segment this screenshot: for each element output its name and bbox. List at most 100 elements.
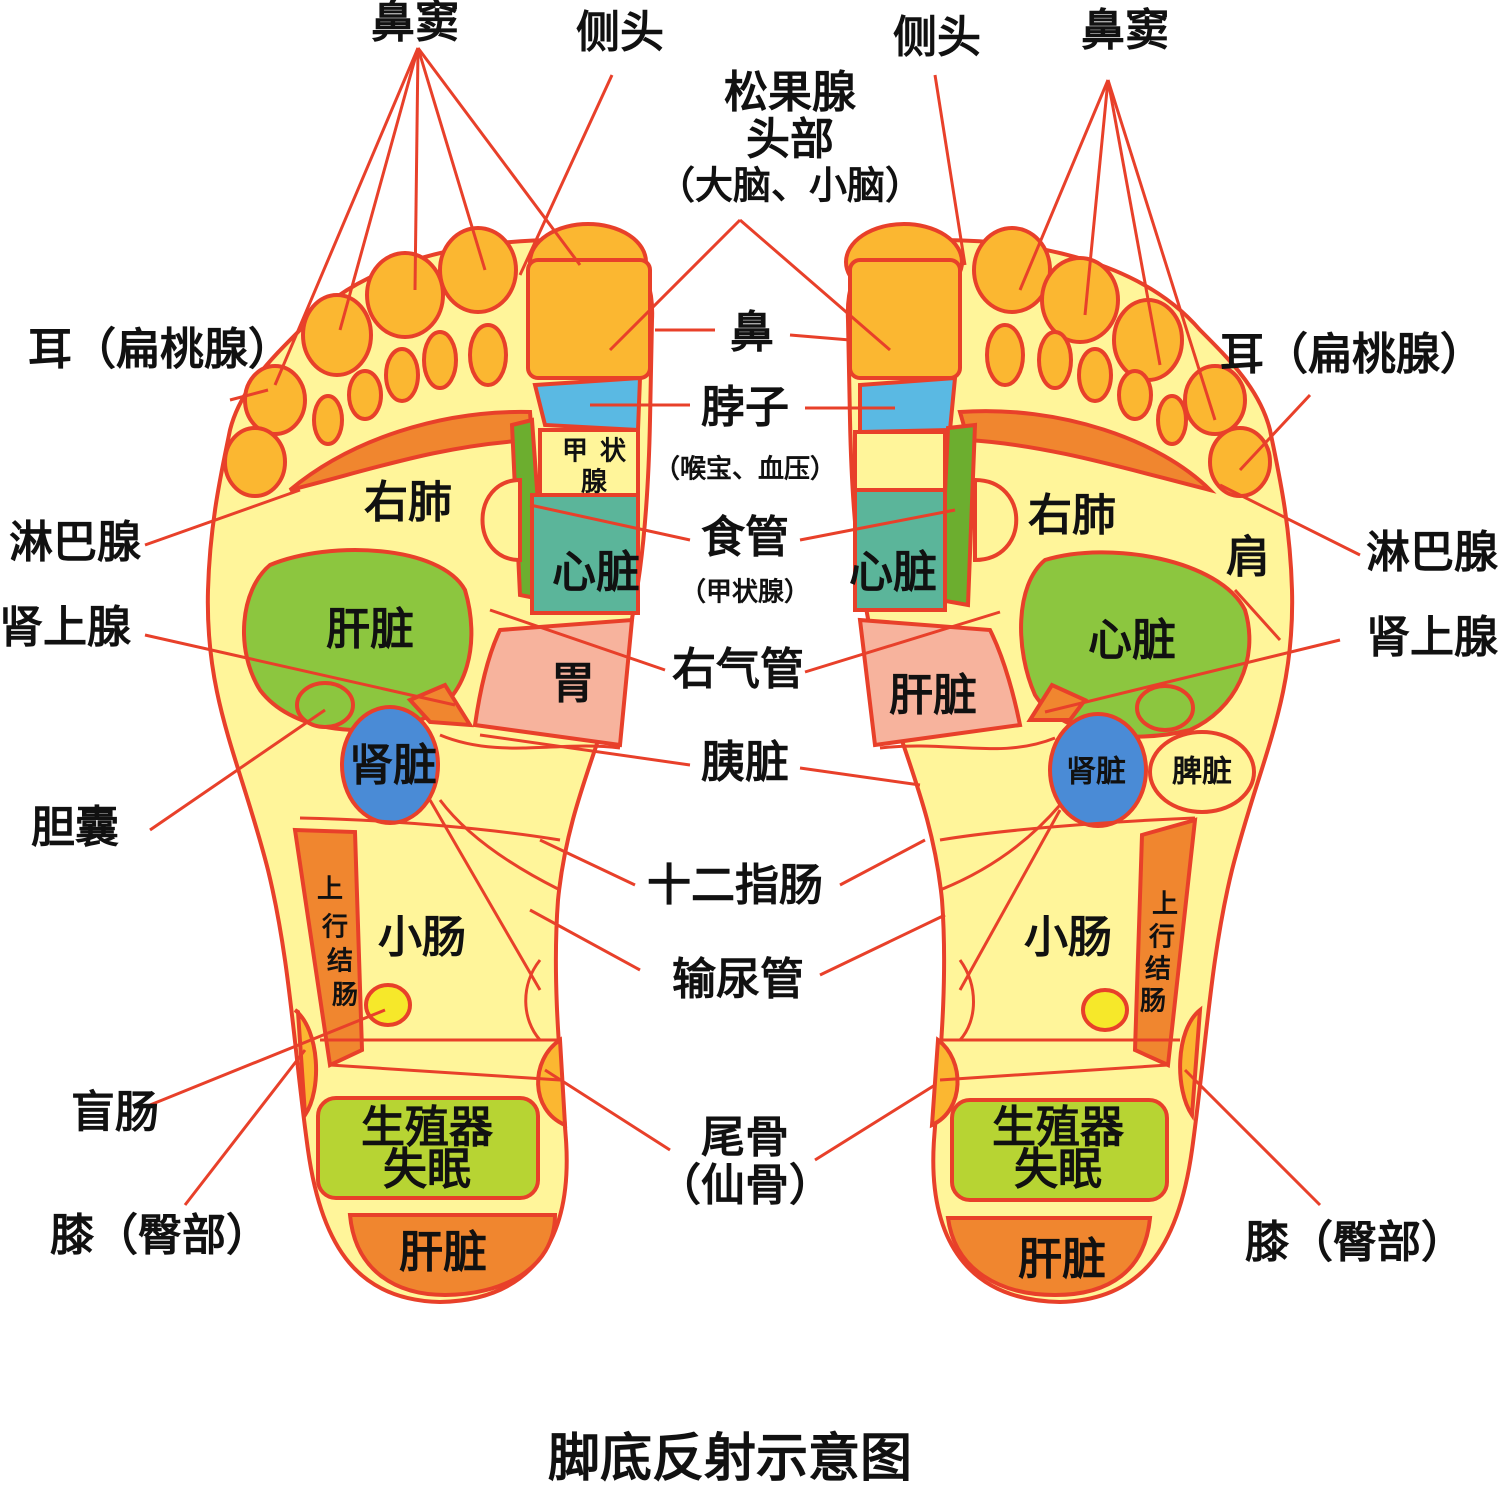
label-left-cetou: 侧头 xyxy=(576,7,664,58)
label-bozi: 脖子 xyxy=(701,382,789,433)
label-left-dannang: 胆囊 xyxy=(31,802,119,853)
label-right-xinzang-outer: 心脏 xyxy=(1088,615,1176,666)
left-heart-zone xyxy=(530,493,640,615)
right-toe-2 xyxy=(972,226,1052,314)
right-toe-base-3 xyxy=(1077,347,1113,403)
right-heel-zone xyxy=(945,1216,1153,1298)
right-toe-3 xyxy=(1040,256,1120,344)
left-toe-base-2 xyxy=(422,330,458,390)
right-lymph-band xyxy=(957,409,1217,494)
left-outer-labels: 鼻窦 侧头 耳（扁桃腺） 淋巴腺 肾上腺 胆囊 盲肠 膝（臀部） xyxy=(0,0,664,1261)
label-left-shang: 上 xyxy=(317,875,343,905)
right-nose-zone xyxy=(848,258,962,380)
right-heart-outer-zone xyxy=(1019,550,1252,739)
label-weigu-2: （仙骨） xyxy=(657,1160,833,1211)
right-outer-labels: 侧头 鼻窦 耳（扁桃腺） 淋巴腺 肾上腺 膝（臀部） xyxy=(893,5,1499,1268)
right-reproductive-zone xyxy=(950,1098,1169,1202)
right-knee-zone xyxy=(1178,1005,1203,1121)
left-thyroid-zone xyxy=(538,428,640,497)
left-knee-zone xyxy=(293,1008,319,1121)
left-adrenal-zone xyxy=(406,682,474,728)
label-left-bidou: 鼻窦 xyxy=(371,0,459,48)
label-right-ganzang: 肝脏 xyxy=(889,670,977,721)
right-toe-base-2 xyxy=(1037,330,1073,390)
label-right-shengzhiqi: 生殖器 xyxy=(992,1102,1125,1153)
label-right-youfei: 右肺 xyxy=(1028,490,1116,541)
left-lymph-band xyxy=(288,409,535,492)
label-right-shimian: 失眠 xyxy=(1014,1144,1102,1195)
left-toe-base-4 xyxy=(347,369,383,421)
label-left-shenzang: 肾脏 xyxy=(349,740,437,791)
label-right-shenzang: 肾脏 xyxy=(1066,755,1126,790)
diagram-title: 脚底反射示意图 xyxy=(548,1429,912,1489)
left-ear-zone xyxy=(223,426,287,498)
label-shiguan: 食管 xyxy=(701,512,789,563)
label-youqiguan: 右气管 xyxy=(672,644,804,695)
left-toe-base-5 xyxy=(312,394,344,446)
label-left-xing: 行 xyxy=(321,912,348,943)
label-right-xi: 膝（臀部） xyxy=(1245,1217,1465,1268)
left-reproductive-zone xyxy=(316,1096,540,1200)
label-right-xing: 行 xyxy=(1148,922,1175,953)
label-shierzhichang: 十二指肠 xyxy=(647,860,823,911)
label-left-shimian: 失眠 xyxy=(383,1144,471,1195)
right-liver-zone xyxy=(857,617,1023,748)
label-left-shengzhiqi: 生殖器 xyxy=(361,1102,494,1153)
label-left-linbaxian: 淋巴腺 xyxy=(9,517,142,568)
label-bi: 鼻 xyxy=(730,307,774,358)
label-left-xian: 腺 xyxy=(580,468,608,498)
label-right-shang: 上 xyxy=(1152,890,1178,920)
left-nose-zone xyxy=(526,258,652,380)
left-cecum-dot xyxy=(364,983,412,1027)
label-right-er: 耳（扁桃腺） xyxy=(1220,329,1484,380)
leader-lines xyxy=(144,47,1361,1207)
label-left-wei: 胃 xyxy=(551,658,595,709)
left-toe-base-1 xyxy=(468,323,508,387)
left-toe-3 xyxy=(365,251,445,339)
label-songguoxian: 松果腺 xyxy=(724,67,857,118)
right-thyroid-zone xyxy=(853,430,947,492)
left-foot-labels: 甲 状 腺 右肺 心脏 肝脏 胃 肾脏 小肠 上 行 结 肠 生殖器 失眠 肝脏 xyxy=(317,437,640,1279)
left-coccyx-zone xyxy=(536,1036,568,1129)
label-left-jie: 结 xyxy=(327,947,353,977)
label-left-ganzang: 肝脏 xyxy=(326,604,414,655)
left-toe-4 xyxy=(301,293,373,377)
right-heart-inner-zone xyxy=(853,488,947,612)
label-right-bidou: 鼻窦 xyxy=(1081,5,1169,56)
label-right-shenshangxian: 肾上腺 xyxy=(1366,612,1499,663)
left-toe-5 xyxy=(243,364,307,436)
label-right-jian: 肩 xyxy=(1226,532,1270,583)
label-danao: （大脑、小脑） xyxy=(657,164,923,208)
right-toe-base-5 xyxy=(1156,394,1188,446)
label-right-pizang: 脾脏 xyxy=(1172,755,1232,790)
right-coccyx-zone xyxy=(929,1036,960,1129)
label-left-youfei: 右肺 xyxy=(364,477,452,528)
label-right-xiaochang: 小肠 xyxy=(1024,912,1112,963)
right-toe-5 xyxy=(1183,364,1247,436)
label-right-xinzang-inner: 心脏 xyxy=(849,547,937,598)
label-left-xi: 膝（臀部） xyxy=(50,1210,270,1261)
left-lung-bulge xyxy=(480,477,522,563)
right-ear-zone xyxy=(1208,426,1272,498)
label-left-heel-ganzang: 肝脏 xyxy=(399,1227,487,1278)
label-right-cetou: 侧头 xyxy=(893,12,981,63)
right-colon-dot xyxy=(1081,988,1129,1032)
right-neck-zone xyxy=(858,375,958,435)
label-left-er: 耳（扁桃腺） xyxy=(28,324,292,375)
label-weigu-1: 尾骨 xyxy=(701,1112,789,1163)
right-toe-base-1 xyxy=(985,323,1025,387)
right-adrenal-zone xyxy=(1026,682,1089,722)
label-right-jie: 结 xyxy=(1145,955,1171,985)
label-jiazhuangxian-paren: （甲状腺） xyxy=(680,578,810,608)
left-heel-zone xyxy=(347,1213,558,1298)
left-inner-lines xyxy=(299,733,621,1082)
right-heart-small-oval xyxy=(1135,684,1195,732)
right-toe-base-4 xyxy=(1117,369,1153,421)
right-inner-lines xyxy=(879,736,1196,1082)
label-yizang: 胰脏 xyxy=(701,737,789,788)
label-toubu: 头部 xyxy=(746,114,834,165)
label-left-shenshangxian: 肾上腺 xyxy=(0,602,132,653)
right-kidney-zone xyxy=(1048,712,1148,828)
left-toe-base-3 xyxy=(384,347,420,403)
